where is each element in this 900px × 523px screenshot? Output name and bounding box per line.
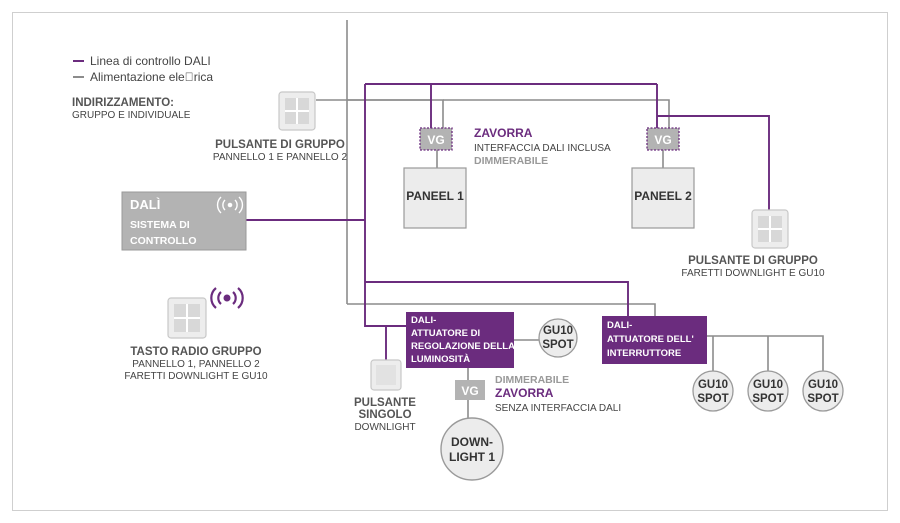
group-button-2: PULSANTE DI GRUPPO FARETTI DOWNLIGHT E G… bbox=[681, 209, 825, 279]
gu10-spot-single: GU10 SPOT bbox=[538, 318, 578, 358]
svg-text:DOWN-: DOWN- bbox=[451, 435, 493, 449]
wireless-icon bbox=[216, 196, 244, 214]
ballast-badge-bottom: VG bbox=[455, 380, 485, 400]
svg-text:LIGHT 1: LIGHT 1 bbox=[449, 450, 495, 464]
svg-text:DALI-: DALI- bbox=[411, 315, 436, 326]
addressing-title: INDIRIZZAMENTO: bbox=[72, 97, 174, 109]
group-button-2-title: PULSANTE DI GRUPPO bbox=[688, 255, 818, 267]
ballast-bottom-line1: DIMMERABILE bbox=[495, 374, 569, 386]
control-system-box: DALÌ SISTEMA DI CONTROLLO bbox=[121, 191, 247, 251]
radio-button-title: TASTO RADIO GRUPPO bbox=[130, 346, 261, 358]
dali-lines bbox=[246, 83, 770, 360]
gu10-spot-1: GU10 SPOT bbox=[692, 370, 734, 412]
radio-group-button: TASTO RADIO GRUPPO PANNELLO 1, PANNELLO … bbox=[124, 287, 268, 382]
wireless-icon bbox=[210, 287, 244, 309]
svg-text:LUMINOSITÀ: LUMINOSITÀ bbox=[411, 354, 470, 365]
svg-text:SPOT: SPOT bbox=[697, 393, 728, 405]
svg-text:INTERRUTTORE: INTERRUTTORE bbox=[607, 348, 681, 359]
svg-text:DALI-: DALI- bbox=[607, 320, 632, 331]
addressing-subtitle: GRUPPO E INDIVIDUALE bbox=[72, 110, 191, 121]
svg-text:ATTUATORE DI: ATTUATORE DI bbox=[411, 328, 480, 339]
ballast-bottom-line2: ZAVORRA bbox=[495, 386, 554, 400]
downlight-1: DOWN- LIGHT 1 bbox=[440, 417, 504, 481]
radio-button-line2: PANNELLO 1, PANNELLO 2 bbox=[132, 359, 260, 370]
legend-dali-label: Linea di controllo DALI bbox=[90, 54, 211, 68]
svg-text:SPOT: SPOT bbox=[752, 393, 783, 405]
switch-actuator: DALI- ATTUATORE DELL' INTERRUTTORE bbox=[602, 316, 707, 364]
diagram-frame bbox=[12, 12, 888, 511]
svg-text:SPOT: SPOT bbox=[807, 393, 838, 405]
group-button-1-subtitle: PANNELLO 1 E PANNELLO 2 bbox=[213, 152, 348, 163]
panel-1: PANEEL 1 bbox=[403, 167, 467, 229]
ballast-badge-1: VG bbox=[419, 127, 453, 151]
gu10-spot-2: GU10 SPOT bbox=[747, 370, 789, 412]
svg-text:SPOT: SPOT bbox=[542, 339, 573, 351]
group-button-1-title: PULSANTE DI GRUPPO bbox=[215, 139, 345, 151]
svg-text:GU10: GU10 bbox=[808, 379, 838, 391]
group-button-2-subtitle: FARETTI DOWNLIGHT E GU10 bbox=[681, 268, 825, 279]
power-lines bbox=[316, 20, 824, 418]
control-system-line2: SISTEMA DI bbox=[130, 219, 190, 231]
ballast-badge-2: VG bbox=[646, 127, 680, 151]
svg-text:PANEEL 2: PANEEL 2 bbox=[634, 189, 692, 203]
four-rocker-switch-icon bbox=[278, 91, 316, 131]
legend: Linea di controllo DALI Alimentazione el… bbox=[73, 54, 213, 84]
svg-text:GU10: GU10 bbox=[698, 379, 728, 391]
panel-2: PANEEL 2 bbox=[631, 167, 695, 229]
single-button-line1: PULSANTE bbox=[354, 397, 416, 409]
ballast-top-line3: DIMMERABILE bbox=[474, 155, 548, 167]
gu10-spot-3: GU10 SPOT bbox=[802, 370, 844, 412]
svg-text:GU10: GU10 bbox=[543, 325, 573, 337]
ballast-top-line2: INTERFACCIA DALI INCLUSA bbox=[474, 143, 611, 154]
single-rocker-switch-icon bbox=[370, 359, 402, 391]
svg-text:GU10: GU10 bbox=[753, 379, 783, 391]
control-system-line1: DALÌ bbox=[130, 197, 160, 212]
svg-text:VG: VG bbox=[427, 133, 444, 147]
single-button: PULSANTE SINGOLO DOWNLIGHT bbox=[354, 359, 416, 433]
ballast-top-title: ZAVORRA bbox=[474, 126, 533, 140]
svg-text:REGOLAZIONE DELLA: REGOLAZIONE DELLA bbox=[411, 341, 515, 352]
legend-power-label: Alimentazione ele rica bbox=[90, 70, 213, 84]
svg-text:ATTUATORE DELL': ATTUATORE DELL' bbox=[607, 334, 694, 345]
svg-text:PANEEL 1: PANEEL 1 bbox=[406, 189, 464, 203]
single-button-line2: SINGOLO bbox=[358, 409, 411, 421]
radio-button-line3: FARETTI DOWNLIGHT E GU10 bbox=[124, 371, 268, 382]
svg-text:VG: VG bbox=[461, 384, 478, 398]
svg-text:VG: VG bbox=[654, 133, 671, 147]
single-button-line3: DOWNLIGHT bbox=[354, 422, 415, 433]
group-button-1: PULSANTE DI GRUPPO PANNELLO 1 E PANNELLO… bbox=[213, 91, 348, 163]
control-system-line3: CONTROLLO bbox=[130, 235, 197, 247]
dimming-actuator: DALI- ATTUATORE DI REGOLAZIONE DELLA LUM… bbox=[406, 312, 515, 368]
ballast-bottom-line3: SENZA INTERFACCIA DALI bbox=[495, 403, 621, 414]
four-rocker-switch-icon bbox=[751, 209, 789, 249]
four-rocker-switch-icon bbox=[167, 297, 207, 339]
